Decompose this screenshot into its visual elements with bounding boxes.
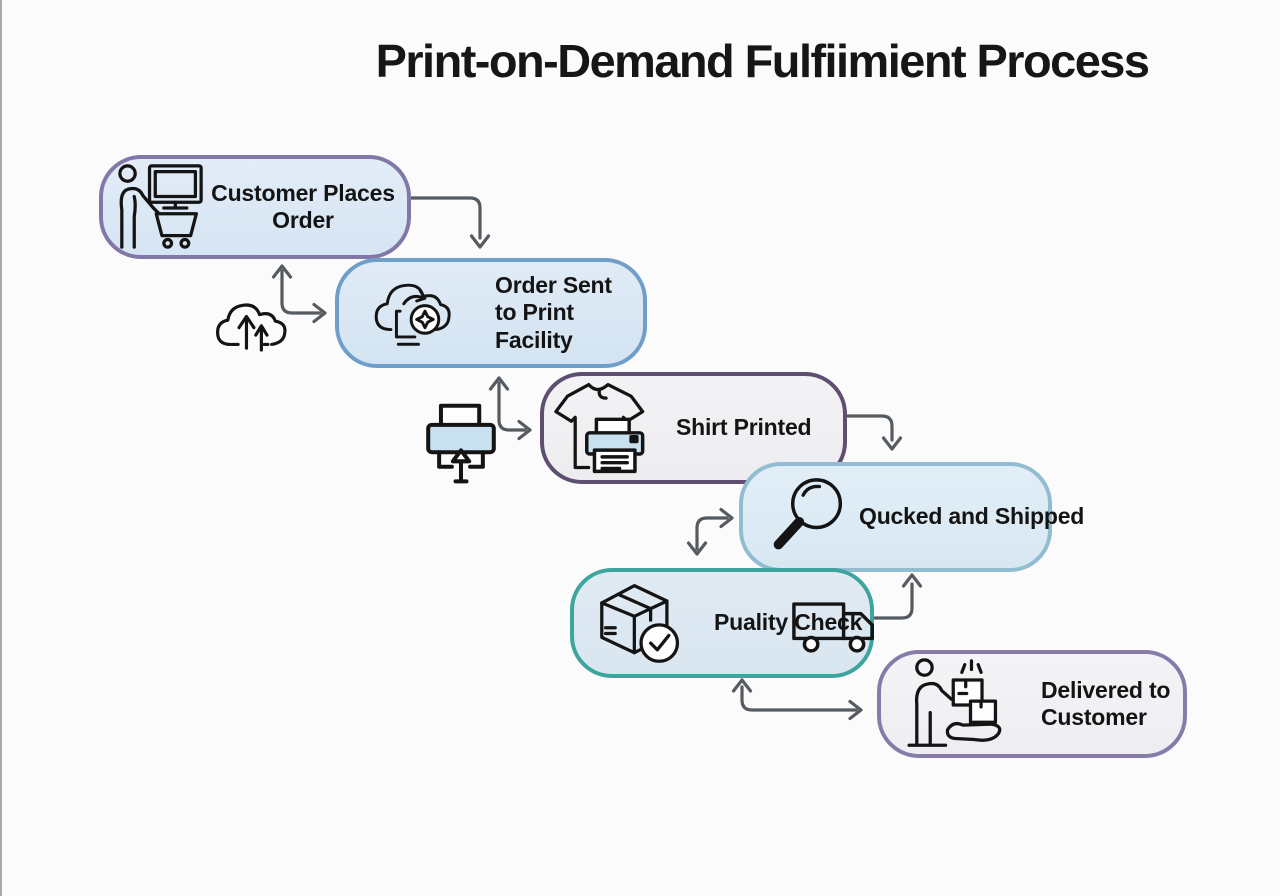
node-puality-check: Puality Check (570, 568, 874, 678)
magnifier-icon (767, 475, 847, 559)
diagram-title: Print-on-Demand Fulfiimient Process (375, 35, 1150, 87)
delivery-truck-icon (792, 598, 878, 661)
edge-qucked-to-puality (686, 507, 734, 556)
node-label: Shirt Printed (676, 414, 812, 441)
node-label: Delivered to Customer (1041, 676, 1171, 730)
edge-shirtprinted-to-qucked (846, 414, 903, 451)
person-cart-monitor-icon (113, 164, 209, 250)
node-order-sent-to-print-facility: Order Sent to Print Facility (335, 258, 647, 368)
node-label: Qucked and Shipped (859, 503, 1085, 530)
node-label: Order Sent to Print Facility (495, 272, 612, 353)
delivery-person-icon (905, 657, 1013, 751)
box-check-icon (592, 578, 692, 668)
cloud-order-icon (367, 270, 459, 356)
edge-puality-to-delivered (731, 678, 863, 721)
node-delivered-to-customer: Delivered to Customer (877, 650, 1187, 758)
node-shirt-printed: Shirt Printed (540, 372, 847, 484)
edge-puality-to-qucked (873, 573, 923, 620)
node-qucked-and-shipped: Qucked and Shipped (739, 462, 1084, 572)
node-customer-places-order: Customer Places Order (99, 155, 411, 259)
printer-icon (424, 403, 498, 490)
node-label: Puality Check (714, 609, 863, 636)
cloud-upload-icon (212, 290, 294, 361)
node-label: Customer Places Order (211, 179, 395, 233)
tshirt-printer-icon (554, 378, 660, 478)
edge-customer-to-ordersent (409, 196, 491, 249)
